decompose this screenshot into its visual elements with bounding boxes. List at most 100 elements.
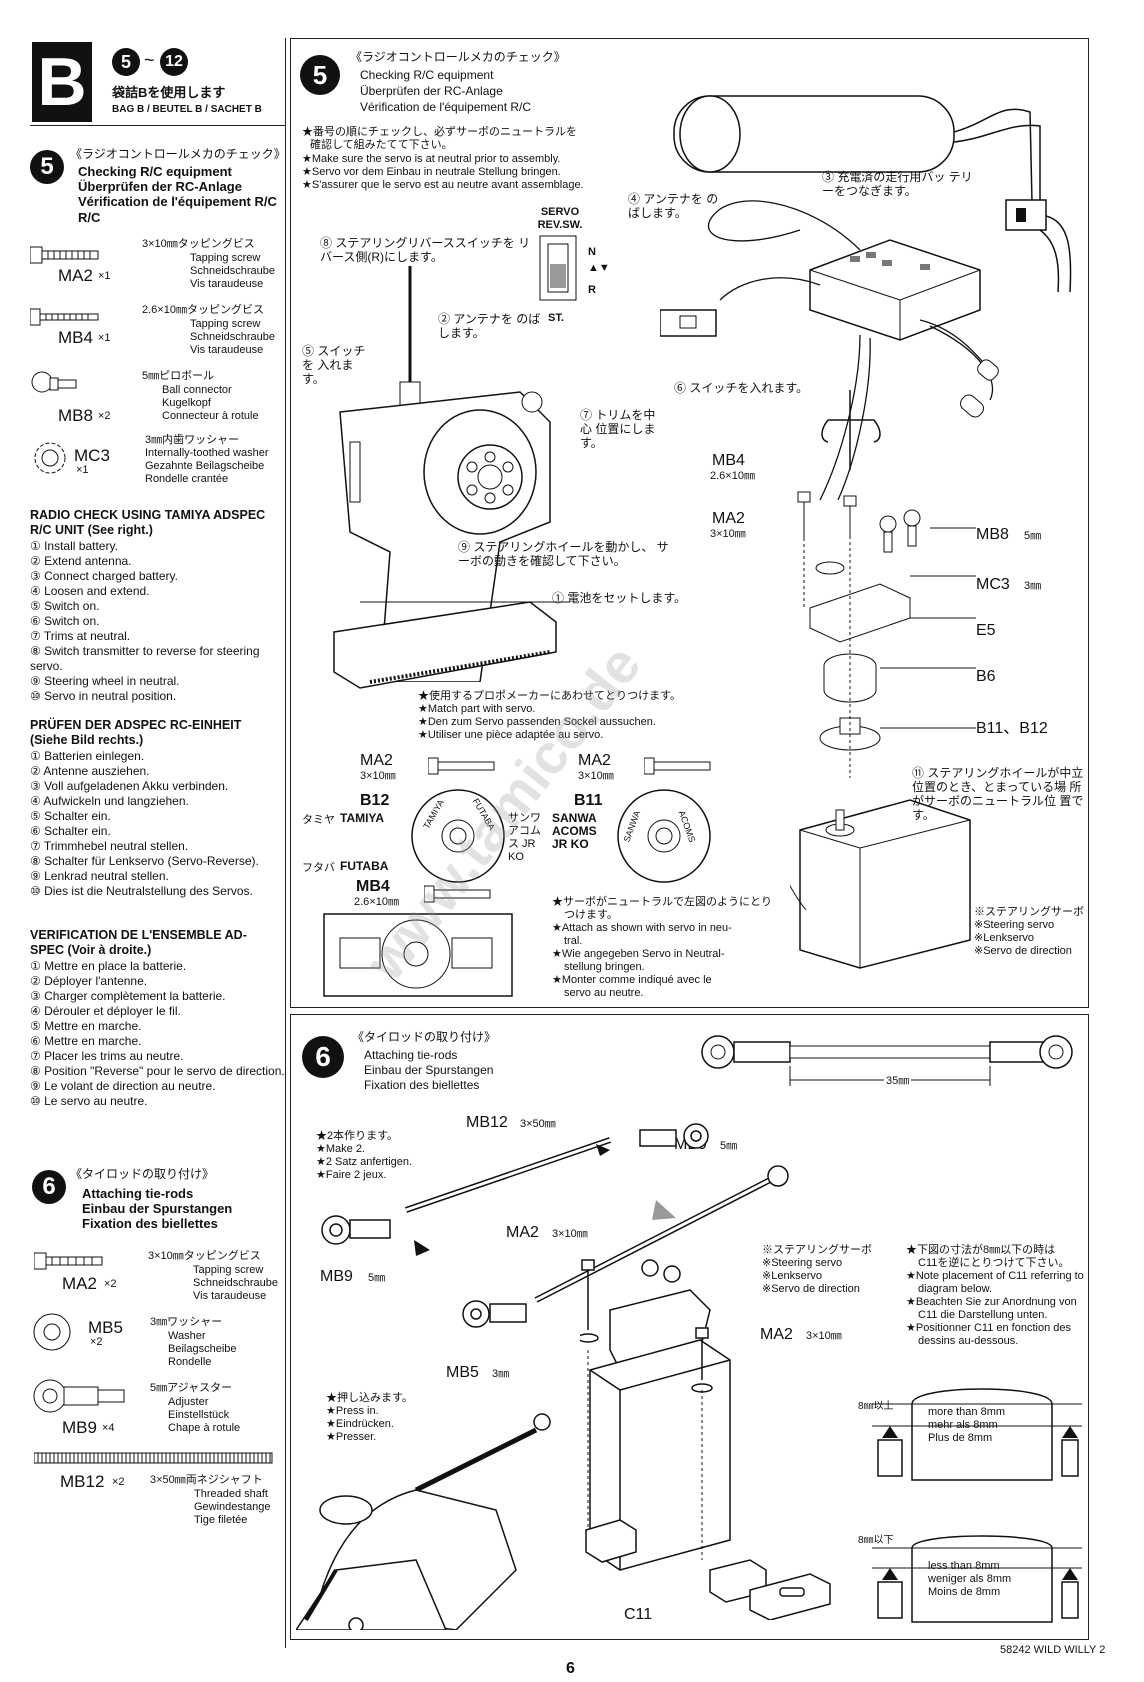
panel5-en: Checking R/C equipment [360,68,494,82]
left-part-size: 3㎜ワッシャー [150,1316,223,1328]
servo-illustration [790,799,971,969]
servo-note: servo au neutre. [564,987,644,999]
left-part-name: Washer [168,1330,206,1342]
caption-10: ⑪ ステアリングホイールが中立 位置のとき、とまっている場 所がサーボのニュート… [912,766,1084,822]
list-item: ⑥ Switch on. [30,614,100,628]
left-part-name: Adjuster [168,1396,209,1408]
make2-note: ★2本作ります。 [316,1130,399,1142]
press-note: ★Presser. [326,1431,377,1443]
press-in-illustration [296,1413,551,1630]
left-part-size: 3×10㎜タッピングビス [142,238,255,250]
left-part-name: Kugelkopf [162,397,211,409]
caption-2: ② アンテナを のばします。 [438,312,541,340]
ma2-label-6b: MA2 [760,1326,793,1343]
ma2-size-6b: 3×10㎜ [806,1330,842,1342]
list-item: ③ Voll aufgeladenen Akku verbinden. [30,779,229,793]
screw-ma2-icon [30,246,99,264]
b6-label: B6 [976,668,996,685]
list-item: ⑥ Schalter ein. [30,824,111,838]
left-step6-fr: Fixation des biellettes [82,1216,218,1231]
ma2-label: MA2 [712,510,745,527]
mb4-size: 2.6×10㎜ [710,470,755,482]
left-part-size: 5㎜ピロボール [142,370,215,382]
radio-fr-list: ① Mettre en place la batterie.② Déployer… [30,959,290,1109]
left-part-size: 5㎜アジャスター [150,1382,233,1394]
list-item: ③ Charger complètement la batterie. [30,989,226,1003]
b11-b12-label: B11、B12 [976,720,1048,737]
left-part-size: 3㎜内歯ワッシャー [145,434,240,446]
caption-1: ① 電池をセットします。 [552,591,687,605]
receiver-antenna-wire [707,200,861,251]
panel-step5 [290,38,1089,1008]
list-item: ⑨ Lenkrad neutral stellen. [30,869,169,883]
transmitter-illustration [339,266,570,682]
left-part-name: Schneidschraube [193,1277,279,1289]
more-line: mehr als 8mm [928,1419,998,1431]
list-item: ① Batterien einlegen. [30,749,145,763]
list-item: ⑤ Schalter ein. [30,809,111,823]
list-item: ⑦ Trims at neutral. [30,629,131,643]
left-part-name: Connecteur à rotule [162,410,259,422]
c11-label: C11 [624,1606,653,1623]
left-part-code: MB8 [58,406,93,425]
tilde: ~ [144,50,155,70]
left-part-qty: ×2 [98,410,111,422]
servo-r: R [588,284,596,296]
e5-label: E5 [976,622,996,639]
more-line: more than 8mm [928,1406,1006,1418]
left-part-size: 3×10㎜タッピングビス [148,1250,261,1262]
left-part-qty: ×1 [76,464,89,476]
servo-mount-illustration [323,913,513,997]
left-step5-badge: 5 [30,150,64,184]
list-item: ④ Aufwickeln und langziehen. [30,794,189,808]
list-item: ⑨ Le volant de direction au neutre. [30,1079,216,1093]
left-part-name: Gezahnte Beilagscheibe [145,460,265,472]
servo-rev-label: SERVO REV.SW. [537,206,583,231]
note-line: ★S'assurer que le servo est au neutre av… [302,179,584,191]
left-part-code: MA2 [58,266,93,285]
list-item: ⑤ Switch on. [30,599,100,613]
tamiya-label: TAMIYA [340,811,385,825]
list-item: ⑦ Trimmhebel neutral stellen. [30,839,189,853]
servo-note: ★Wie angegeben Servo in Neutral- [552,948,725,960]
caption-4: ④ アンテナを のばします。 [628,192,719,220]
left-part-name: Beilagscheibe [168,1343,237,1355]
steering-servo-label: ※Lenkservo [974,932,1034,944]
steering-servo-label: ※Steering servo [974,919,1055,931]
left-part-name: Schneidschraube [190,331,276,343]
ma2-label-a: MA2 [360,752,393,769]
mb5-size: 3㎜ [492,1368,510,1380]
steering-servo-label: ※ステアリングサーボ [974,906,1084,918]
radio-fr-title: VERIFICATION DE L'ENSEMBLE AD-SPEC (Voir… [30,928,247,957]
screw-icon [644,757,711,775]
left-part-name: Schneidschraube [190,265,276,277]
left-part-size: 3×50㎜両ネジシャフト [150,1474,263,1486]
match-note: ★使用するプロポメーカーにあわせてとりつけます。 [418,690,682,702]
panel6-badge: 6 [302,1036,344,1078]
screw-ma2-icon [34,1252,103,1270]
less-jp: 8㎜以下 [858,1535,894,1546]
list-item: ⑤ Mettre en marche. [30,1019,142,1033]
left-step5-en: Checking R/C equipment [78,164,232,179]
left-step6-de: Einbau der Spurstangen [82,1201,233,1216]
radio-de-title: PRÜFEN DER ADSPEC RC-EINHEIT (Siehe Bild… [30,718,242,747]
list-item: ② Déployer l'antenne. [30,974,148,988]
left-part-code: MB5 [88,1318,123,1337]
transmitter-base [333,601,557,689]
radio-en-title: RADIO CHECK USING TAMIYA ADSPEC R/C UNIT… [30,508,266,537]
left-step5-jp: 《ラジオコントロールメカのチェック》 [70,147,286,161]
left-part-size: 2.6×10㎜タッピングビス [142,304,264,316]
c11-note: ★下図の寸法が8㎜以下の時は [906,1244,1056,1256]
c11-note: dessins au-dessous. [918,1335,1019,1347]
c11-note: ★Positionner C11 en fonction des [906,1322,1071,1334]
left-part-code: MB4 [58,328,93,347]
match-note: ★Utiliser une pièce adaptée au servo. [418,729,604,741]
radio-en-list: ① Install battery.② Extend antenna.③ Con… [30,539,280,704]
steering-servo-6: ※Lenkservo [762,1270,822,1282]
screw-mb4-icon [30,308,99,326]
make2-note: ★Make 2. [316,1143,365,1155]
servo-note: ★サーボがニュートラルで左図のようにとり [552,896,772,908]
servo-note: ★Monter comme indiqué avec le [552,974,712,986]
list-item: ⑧ Switch transmitter to reverse for stee… [30,644,260,673]
more-line: Plus de 8mm [928,1432,993,1444]
